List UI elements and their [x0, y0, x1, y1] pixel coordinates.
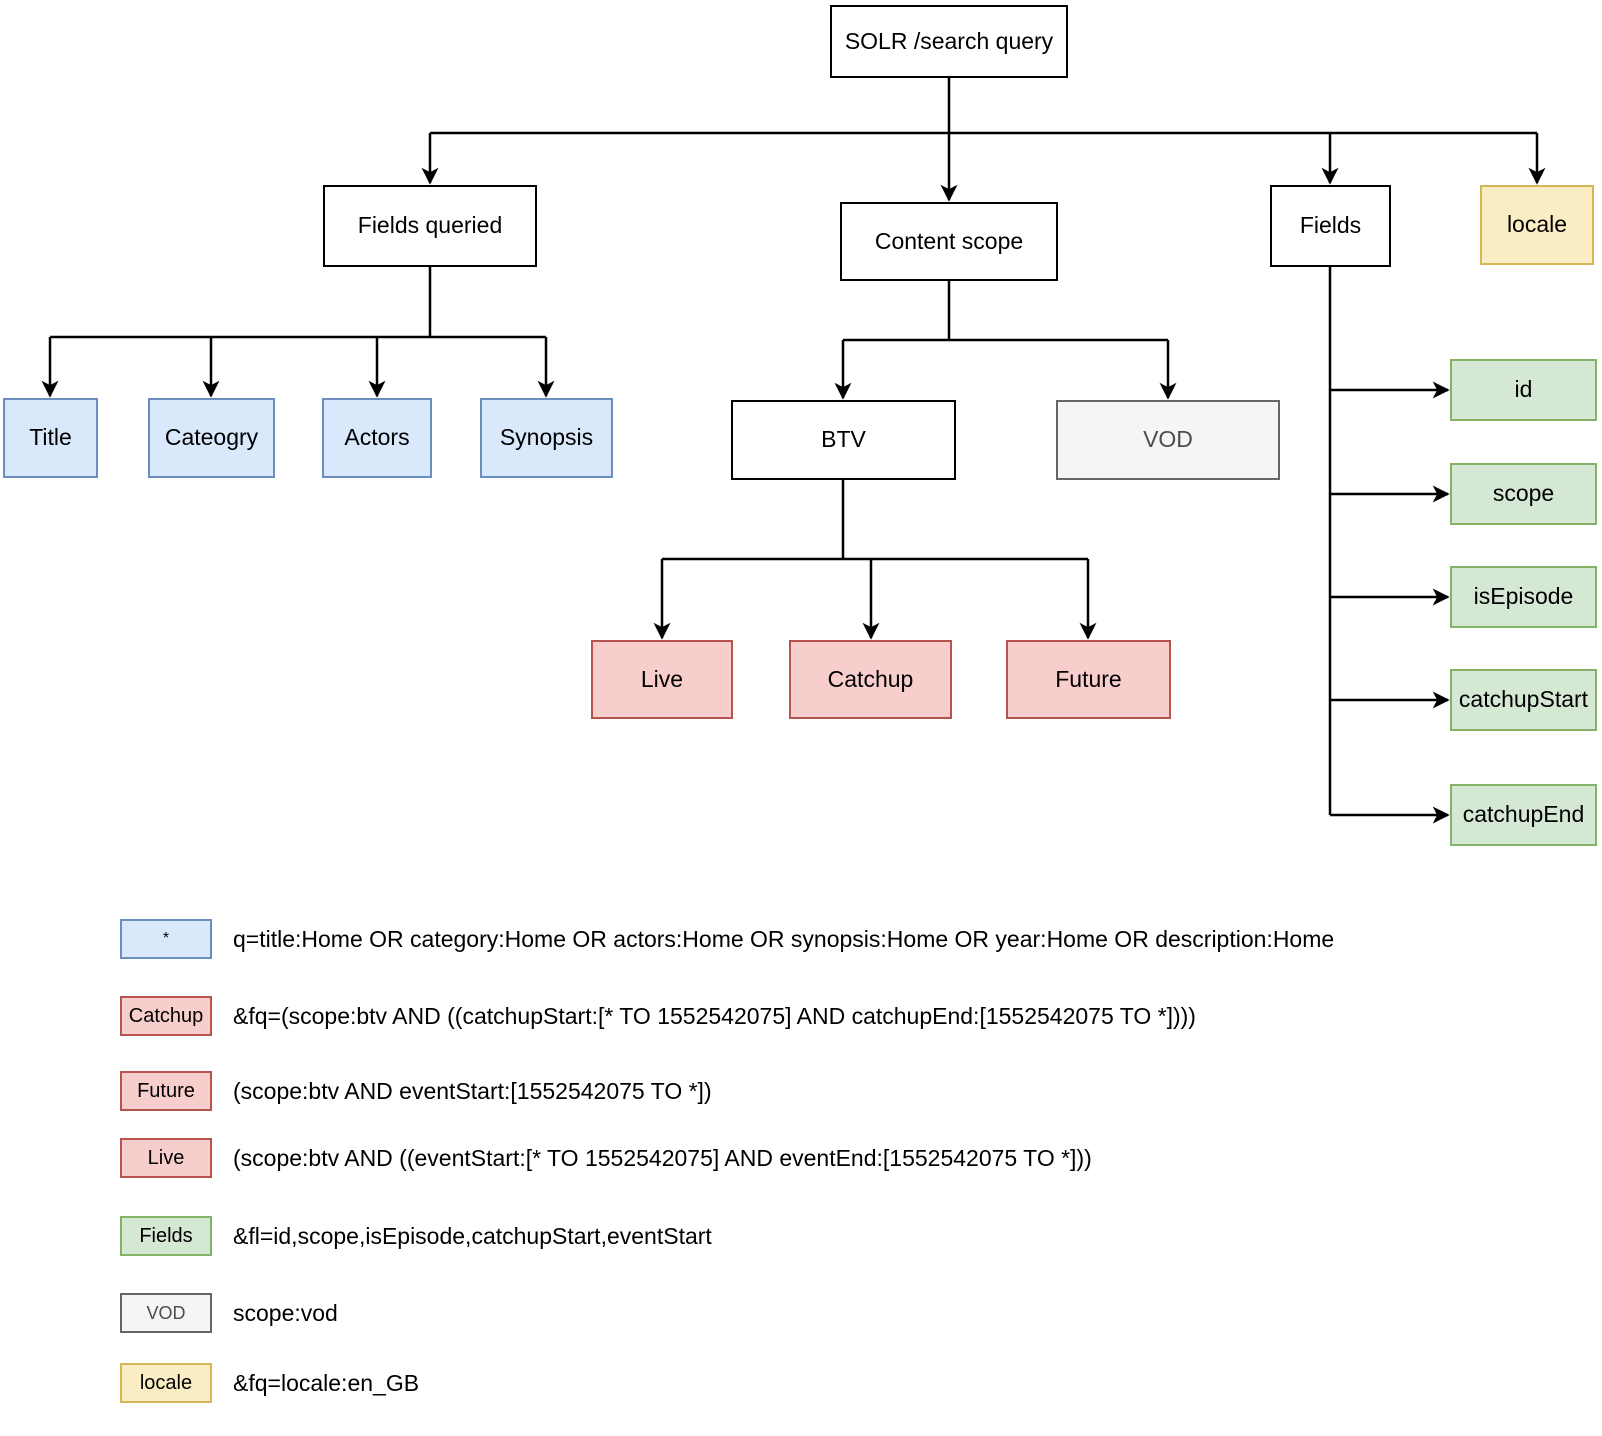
node-field-id: id — [1450, 359, 1597, 421]
legend-text-vod: scope:vod — [233, 1299, 338, 1326]
node-synopsis: Synopsis — [480, 398, 613, 478]
node-content-scope: Content scope — [840, 202, 1058, 281]
node-field-catchupend: catchupEnd — [1450, 784, 1597, 846]
node-future: Future — [1006, 640, 1171, 719]
node-field-isepisode: isEpisode — [1450, 566, 1597, 628]
node-locale: locale — [1480, 185, 1594, 265]
legend-row-live: Live (scope:btv AND ((eventStart:[* TO 1… — [120, 1138, 1092, 1178]
legend-key-fields: Fields — [120, 1216, 212, 1256]
legend-row-future: Future (scope:btv AND eventStart:[155254… — [120, 1071, 712, 1111]
legend-text-live: (scope:btv AND ((eventStart:[* TO 155254… — [233, 1144, 1092, 1171]
legend-key-vod: VOD — [120, 1293, 212, 1333]
legend-text-locale: &fq=locale:en_GB — [233, 1369, 420, 1396]
legend-row-locale: locale &fq=locale:en_GB — [120, 1363, 419, 1403]
node-btv: BTV — [731, 400, 956, 480]
node-field-scope: scope — [1450, 463, 1597, 525]
legend-row-vod: VOD scope:vod — [120, 1293, 338, 1333]
legend-row-query: * q=title:Home OR category:Home OR actor… — [120, 919, 1334, 959]
legend-row-catchup: Catchup &fq=(scope:btv AND ((catchupStar… — [120, 996, 1196, 1036]
node-solr-search-query: SOLR /search query — [830, 5, 1068, 78]
legend-text-catchup: &fq=(scope:btv AND ((catchupStart:[* TO … — [233, 1002, 1196, 1029]
node-category: Cateogry — [148, 398, 275, 478]
legend-key-future: Future — [120, 1071, 212, 1111]
node-title: Title — [3, 398, 98, 478]
node-field-catchupstart: catchupStart — [1450, 669, 1597, 731]
node-actors: Actors — [322, 398, 432, 478]
node-catchup: Catchup — [789, 640, 952, 719]
legend-key-locale: locale — [120, 1363, 212, 1403]
node-vod: VOD — [1056, 400, 1280, 480]
legend-text-query: q=title:Home OR category:Home OR actors:… — [233, 925, 1335, 952]
legend-text-fields: &fl=id,scope,isEpisode,catchupStart,even… — [233, 1222, 712, 1249]
node-fields-queried: Fields queried — [323, 185, 537, 267]
legend-key-catchup: Catchup — [120, 996, 212, 1036]
node-live: Live — [591, 640, 733, 719]
node-fields: Fields — [1270, 185, 1391, 267]
legend-key-live: Live — [120, 1138, 212, 1178]
legend-text-future: (scope:btv AND eventStart:[1552542075 TO… — [233, 1077, 712, 1104]
legend-key-all-fields: * — [120, 919, 212, 959]
legend-row-fields: Fields &fl=id,scope,isEpisode,catchupSta… — [120, 1216, 712, 1256]
